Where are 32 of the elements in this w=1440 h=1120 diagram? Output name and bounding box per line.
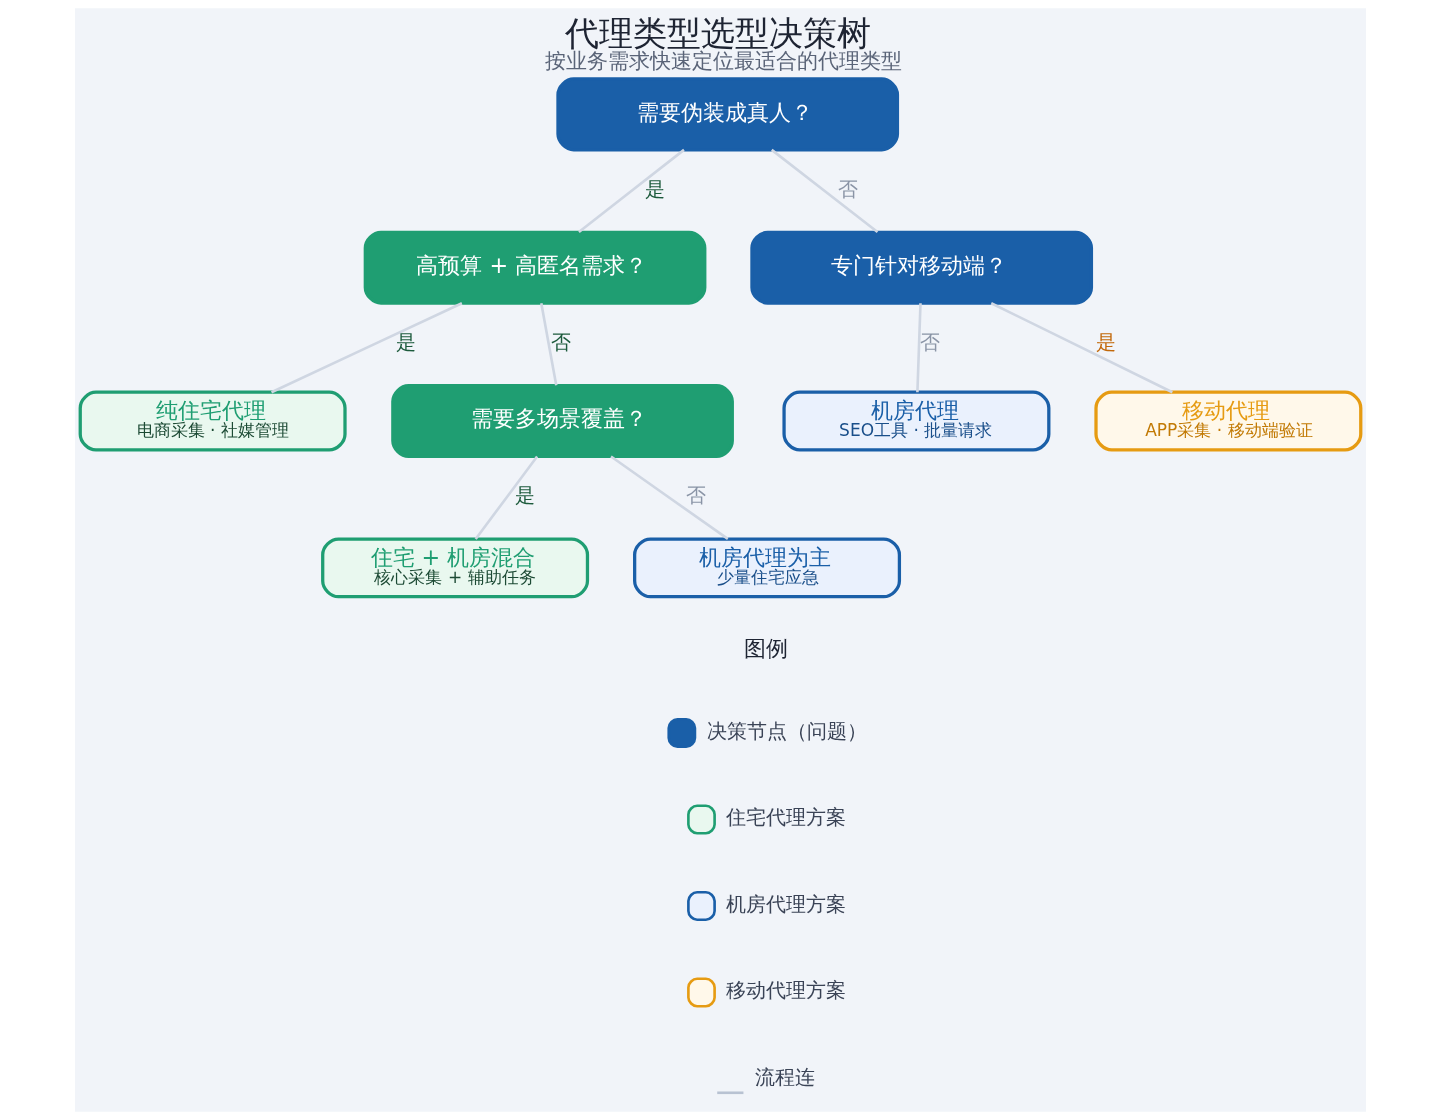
node-box: 机房代理 SEO工具 · 批量请求 <box>781 390 1050 452</box>
legend-label: 机房代理方案 <box>725 892 846 916</box>
node-box: 需要多场景覆盖？ <box>390 384 734 459</box>
connector <box>577 148 685 234</box>
connector <box>539 303 558 386</box>
edge-label: 是 <box>644 177 665 201</box>
connector <box>609 455 729 540</box>
edge-label: 否 <box>685 484 706 508</box>
legend-label: 流程连 <box>754 1065 815 1089</box>
connector <box>474 455 538 540</box>
node-box: 纯住宅代理 电商采集 · 社媒管理 <box>78 390 347 452</box>
connector <box>270 302 462 394</box>
legend-label: 移动代理方案 <box>725 979 846 1003</box>
node-box: 住宅 + 机房混合 核心采集 + 辅助任务 <box>320 537 589 599</box>
legend-label: 决策节点（问题） <box>706 719 867 743</box>
legend-label: 住宅代理方案 <box>725 806 846 830</box>
label: 图例 <box>743 634 788 661</box>
node-box: 移动代理 APP采集 · 移动端验证 <box>1093 390 1362 452</box>
edge-label: 否 <box>837 177 858 201</box>
edge-label: 是 <box>1095 330 1116 354</box>
caption: 按业务需求快速定位最适合的代理类型 <box>544 49 902 74</box>
node-box: 专门针对移动端？ <box>749 230 1093 305</box>
connector <box>915 303 922 393</box>
connector <box>770 148 878 234</box>
edge-label: 否 <box>919 330 940 354</box>
edge-label: 是 <box>395 330 416 354</box>
node-box: 高预算 + 高匿名需求？ <box>363 230 706 305</box>
edge-label: 是 <box>514 484 535 508</box>
edge-label: 否 <box>550 330 571 354</box>
node-box: 需要伪装成真人？ <box>555 77 899 152</box>
node-box: 机房代理为主 少量住宅应急 <box>632 537 901 599</box>
connector <box>990 302 1173 394</box>
